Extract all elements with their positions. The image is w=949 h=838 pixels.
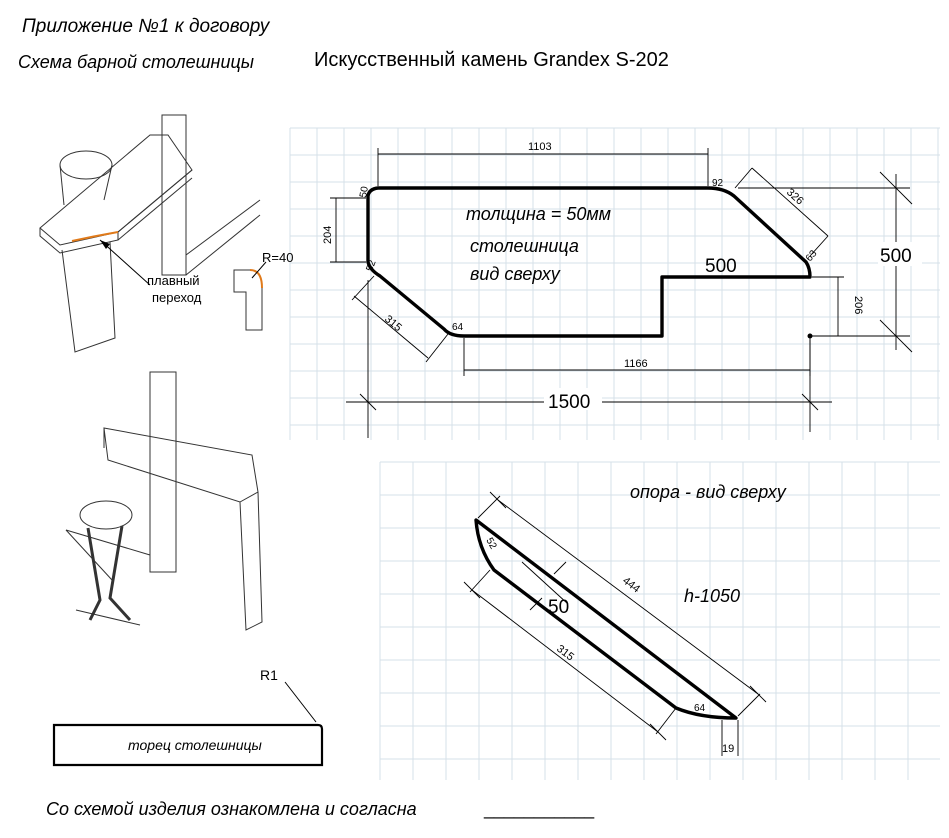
dim-corner-tl: 50 <box>358 185 371 198</box>
dim-support-corner-bottom: 64 <box>694 703 706 714</box>
support-view-grid <box>379 461 940 780</box>
dim-overall-width: 1500 <box>548 392 590 413</box>
dim-support-thickness: 50 <box>548 597 569 618</box>
dim-corner-bl: 64 <box>452 322 464 333</box>
radius-label: R=40 <box>262 250 293 265</box>
countertop-top-view: 1103 204 50 92 63 52 64 326 315 1166 206… <box>322 141 922 438</box>
view-caption: вид сверху <box>470 264 561 284</box>
support-perspective-sketch <box>65 371 263 631</box>
thickness-caption: толщина = 50мм <box>466 204 611 224</box>
countertop-outline <box>366 186 812 338</box>
dim-step-width: 500 <box>705 256 737 277</box>
dim-support-long: 444 <box>620 575 642 596</box>
countertop-caption: столешница <box>470 236 579 256</box>
dim-top-length: 1103 <box>528 141 552 153</box>
material-title: Искусственный камень Grandex S-202 <box>314 49 669 71</box>
signature-line[interactable]: ___________ <box>483 799 595 820</box>
dim-diagonal-right: 326 <box>784 186 806 207</box>
scheme-title: Схема барной столешницы <box>18 52 254 72</box>
edge-profile: R1 торец столешницы <box>52 667 324 767</box>
dim-corner-l: 52 <box>364 258 378 273</box>
edge-radius-label: R1 <box>260 667 278 683</box>
support-top-view: 444 315 50 52 64 19 опора - вид сверху h… <box>463 482 787 756</box>
support-height: h-1050 <box>684 586 740 606</box>
dim-diagonal-left: 315 <box>382 313 404 334</box>
smooth-transition-label-1: плавный <box>147 273 200 288</box>
dim-bottom-length: 1166 <box>624 358 648 370</box>
agreement-text: Со схемой изделия ознакомлена и согласна <box>46 799 417 819</box>
dim-support-end: 19 <box>722 743 734 755</box>
edge-caption: торец столешницы <box>128 737 263 753</box>
top-view-grid <box>289 127 940 440</box>
radius-detail: R=40 <box>233 250 293 331</box>
support-outline <box>474 518 738 720</box>
dim-left-height: 204 <box>322 226 334 244</box>
dim-step-height: 206 <box>852 296 864 314</box>
appendix-title: Приложение №1 к договору <box>22 16 271 37</box>
dim-overall-depth: 500 <box>880 246 912 267</box>
dim-support-corner-top: 52 <box>483 536 498 552</box>
support-title: опора - вид сверху <box>630 482 787 502</box>
dim-corner-tr: 92 <box>712 178 724 189</box>
smooth-transition-label-2: переход <box>152 290 202 305</box>
counter-perspective-sketch: плавный переход <box>39 114 261 353</box>
